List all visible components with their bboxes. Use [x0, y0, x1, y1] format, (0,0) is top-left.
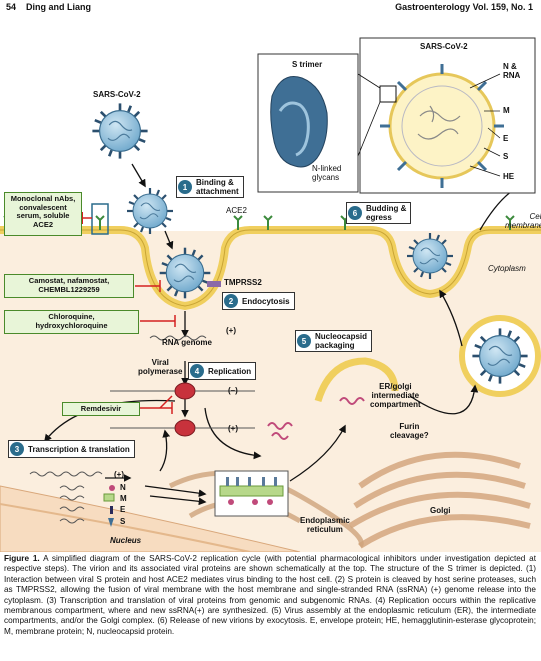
replication-cycle-figure: SARS-CoV-2 S trimer N-linked glycans SAR… — [0, 16, 541, 552]
step-1-binding: 1 Binding & attachment — [176, 176, 244, 198]
step-label: Transcription & translation — [28, 444, 130, 454]
step-number: 5 — [297, 334, 311, 348]
figure-caption: Figure 1. A simplified diagram of the SA… — [4, 554, 536, 637]
minus-strand-label: (–) — [228, 386, 238, 395]
ace2-label: ACE2 — [226, 206, 247, 215]
page-number-authors: 54 Ding and Liang — [6, 2, 91, 12]
remdesivir-inhibitor-box: Remdesivir — [62, 402, 140, 416]
n-protein-label: N — [120, 483, 126, 492]
n-linked-glycans-label: N-linked glycans — [312, 164, 342, 182]
golgi-label: Golgi — [430, 506, 451, 515]
step-label: Replication — [208, 366, 252, 376]
s-label: S — [503, 152, 509, 161]
step-label: Budding & egress — [366, 204, 407, 222]
step-4-replication: 4 Replication — [188, 362, 257, 380]
caption-title: Figure 1. — [4, 554, 40, 563]
rna-genome-label: RNA genome — [162, 338, 212, 347]
step-2-endocytosis: 2 Endocytosis — [222, 292, 295, 310]
m-label: M — [503, 106, 510, 115]
e-label: E — [503, 134, 509, 143]
step-6-budding: 6 Budding & egress — [346, 202, 412, 224]
he-label: HE — [503, 172, 515, 181]
n-rna-label: N & RNA — [503, 62, 521, 80]
plus-strand-label: (+) — [228, 424, 238, 433]
cytoplasm-label: Cytoplasm — [488, 264, 526, 273]
e-protein-label: E — [120, 505, 126, 514]
step-number: 6 — [348, 206, 362, 220]
s-protein-label: S — [120, 517, 126, 526]
virus-name-label: SARS-CoV-2 — [93, 90, 141, 99]
step-label: Binding & attachment — [196, 178, 239, 196]
antibody-inhibitor-box: Monoclonal nAbs, convalescent serum, sol… — [4, 192, 82, 236]
caption-text: A simplified diagram of the SARS-CoV-2 r… — [4, 554, 536, 636]
cell-membrane-label: Cell membrane — [505, 212, 541, 230]
rna-plus-label: (+) — [226, 326, 236, 335]
step-number: 1 — [178, 180, 192, 194]
er-golgi-label: ER/golgi intermediate compartment — [370, 382, 421, 409]
step-number: 2 — [224, 294, 238, 308]
chloroquine-inhibitor-box: Chloroquine, hydroxychloroquine — [4, 310, 139, 334]
tmprss2-label: TMPRSS2 — [224, 278, 262, 287]
er-label: Endoplasmic reticulum — [300, 516, 350, 534]
page-number: 54 — [6, 2, 17, 12]
step-3-transcription: 3 Transcription & translation — [8, 440, 135, 458]
step-5-packaging: 5 Nucleocapsid packaging — [295, 330, 373, 352]
authors: Ding and Liang — [26, 2, 92, 12]
m-protein-label: M — [120, 494, 127, 503]
step-number: 4 — [190, 364, 204, 378]
nucleus-label: Nucleus — [110, 536, 142, 545]
viral-polymerase-label: Viral polymerase — [138, 358, 183, 376]
page-header: 54 Ding and Liang Gastroenterology Vol. … — [0, 0, 541, 16]
step-label: Endocytosis — [242, 296, 290, 306]
inset-virus-title: SARS-CoV-2 — [420, 42, 468, 51]
journal-ref: Gastroenterology Vol. 159, No. 1 — [395, 2, 533, 12]
step-label: Nucleocapsid packaging — [315, 332, 368, 350]
mrna-plus-label: (+) — [114, 470, 124, 479]
step-number: 3 — [10, 442, 24, 456]
camostat-inhibitor-box: Camostat, nafamostat, CHEMBL1229259 — [4, 274, 134, 298]
furin-cleavage-label: Furin cleavage? — [390, 422, 429, 440]
s-trimer-label: S trimer — [292, 60, 323, 69]
